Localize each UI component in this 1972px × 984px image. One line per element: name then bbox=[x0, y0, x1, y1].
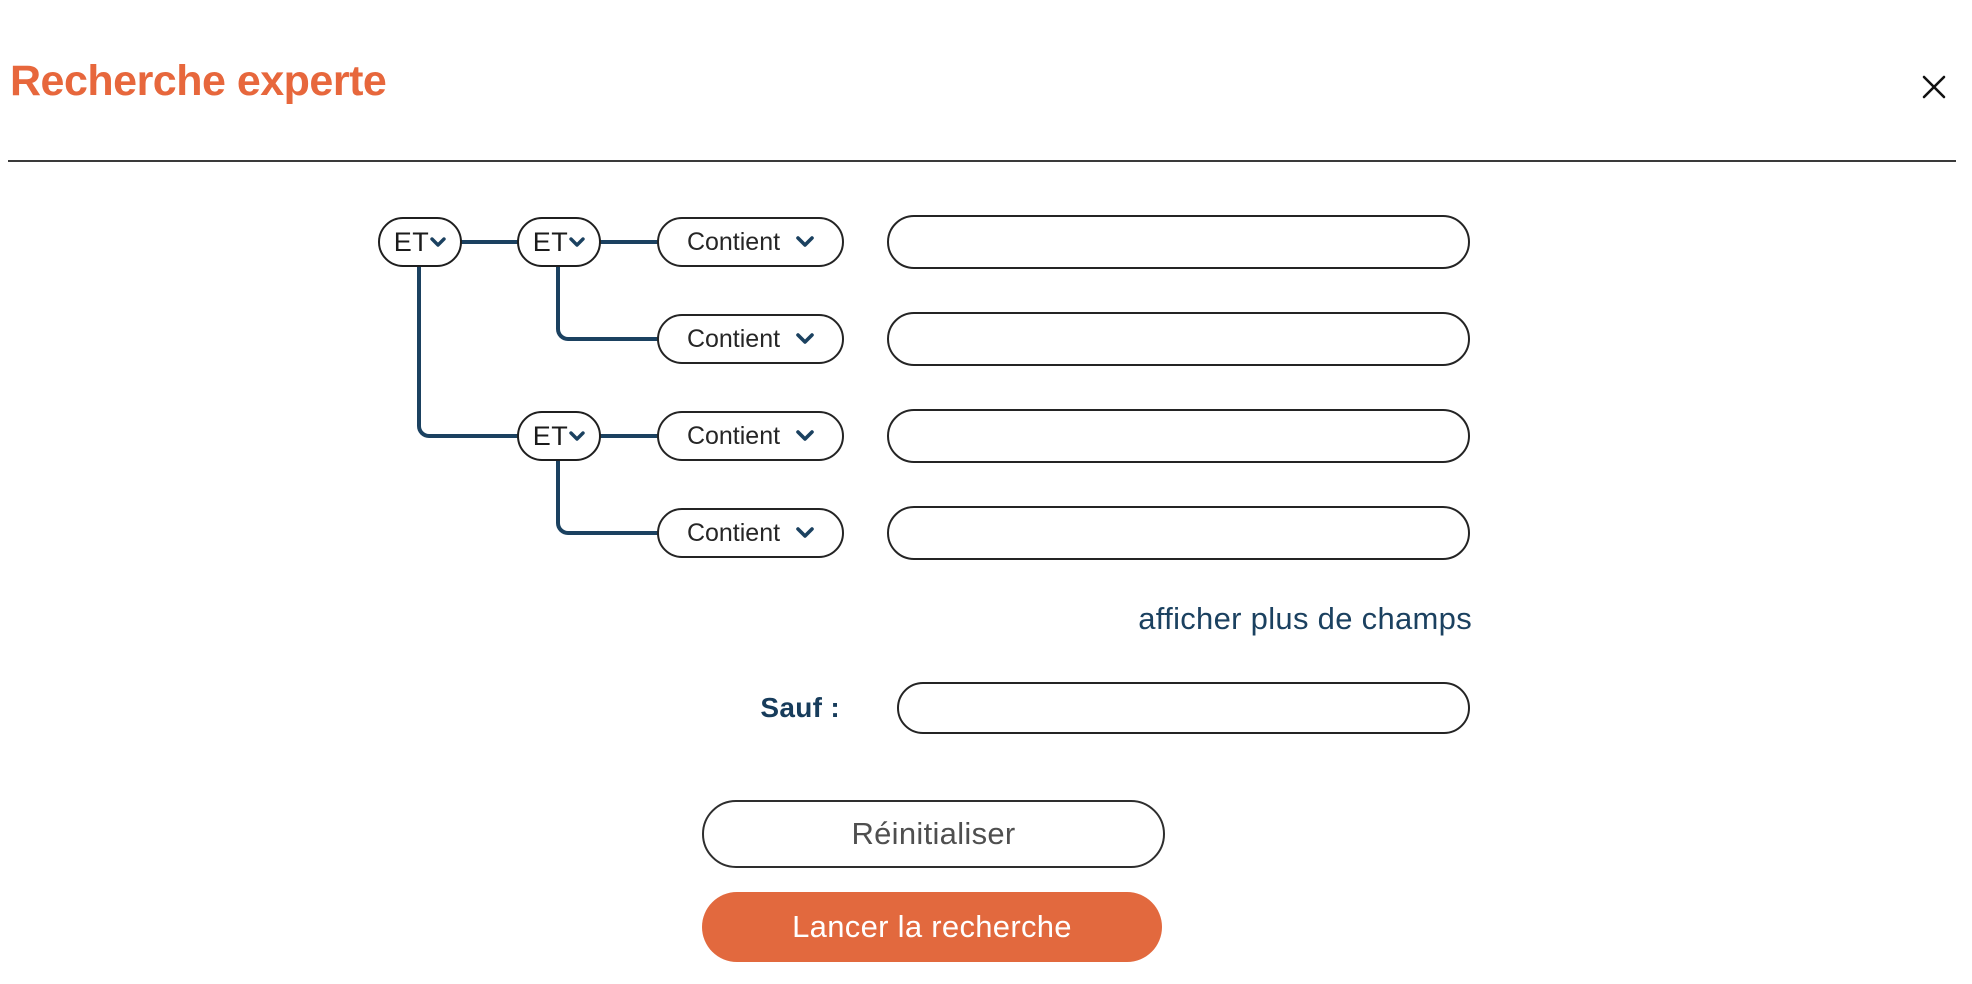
search-term-input-4[interactable] bbox=[887, 506, 1470, 560]
chevron-down-icon bbox=[796, 333, 814, 345]
operator-dropdown-2[interactable]: ET bbox=[517, 217, 601, 267]
search-term-input-1[interactable] bbox=[887, 215, 1470, 269]
connector-et1-et3 bbox=[417, 266, 519, 438]
search-term-input-3[interactable] bbox=[887, 409, 1470, 463]
chevron-down-icon bbox=[796, 527, 814, 539]
connector-et3-cond4 bbox=[556, 460, 659, 535]
show-more-fields-link[interactable]: afficher plus de champs bbox=[1138, 601, 1472, 636]
chevron-down-icon bbox=[796, 236, 814, 248]
chevron-down-icon bbox=[796, 430, 814, 442]
reset-button[interactable]: Réinitialiser bbox=[702, 800, 1165, 868]
condition-label: Contient bbox=[686, 324, 781, 353]
connector-et1-et2 bbox=[460, 240, 519, 244]
connector-et3-cond3 bbox=[599, 434, 659, 438]
condition-dropdown-1[interactable]: Contient bbox=[657, 217, 844, 267]
condition-label: Contient bbox=[686, 421, 781, 450]
condition-dropdown-4[interactable]: Contient bbox=[657, 508, 844, 558]
page-title: Recherche experte bbox=[10, 57, 387, 105]
chevron-down-icon bbox=[569, 236, 585, 248]
condition-dropdown-2[interactable]: Contient bbox=[657, 314, 844, 364]
operator-label: ET bbox=[393, 226, 430, 257]
connector-et2-cond2 bbox=[556, 266, 659, 341]
operator-label: ET bbox=[532, 420, 569, 451]
connector-et2-cond1 bbox=[599, 240, 659, 244]
launch-search-button[interactable]: Lancer la recherche bbox=[702, 892, 1162, 962]
chevron-down-icon bbox=[569, 430, 585, 442]
operator-label: ET bbox=[532, 226, 569, 257]
close-icon bbox=[1921, 74, 1947, 103]
condition-label: Contient bbox=[686, 518, 781, 547]
condition-label: Contient bbox=[686, 227, 781, 256]
header-divider bbox=[8, 160, 1956, 162]
chevron-down-icon bbox=[430, 236, 446, 248]
operator-dropdown-1[interactable]: ET bbox=[378, 217, 462, 267]
operator-dropdown-3[interactable]: ET bbox=[517, 411, 601, 461]
except-label: Sauf : bbox=[760, 692, 840, 723]
except-input[interactable] bbox=[897, 682, 1470, 734]
close-button[interactable] bbox=[1912, 66, 1956, 110]
search-term-input-2[interactable] bbox=[887, 312, 1470, 366]
condition-dropdown-3[interactable]: Contient bbox=[657, 411, 844, 461]
